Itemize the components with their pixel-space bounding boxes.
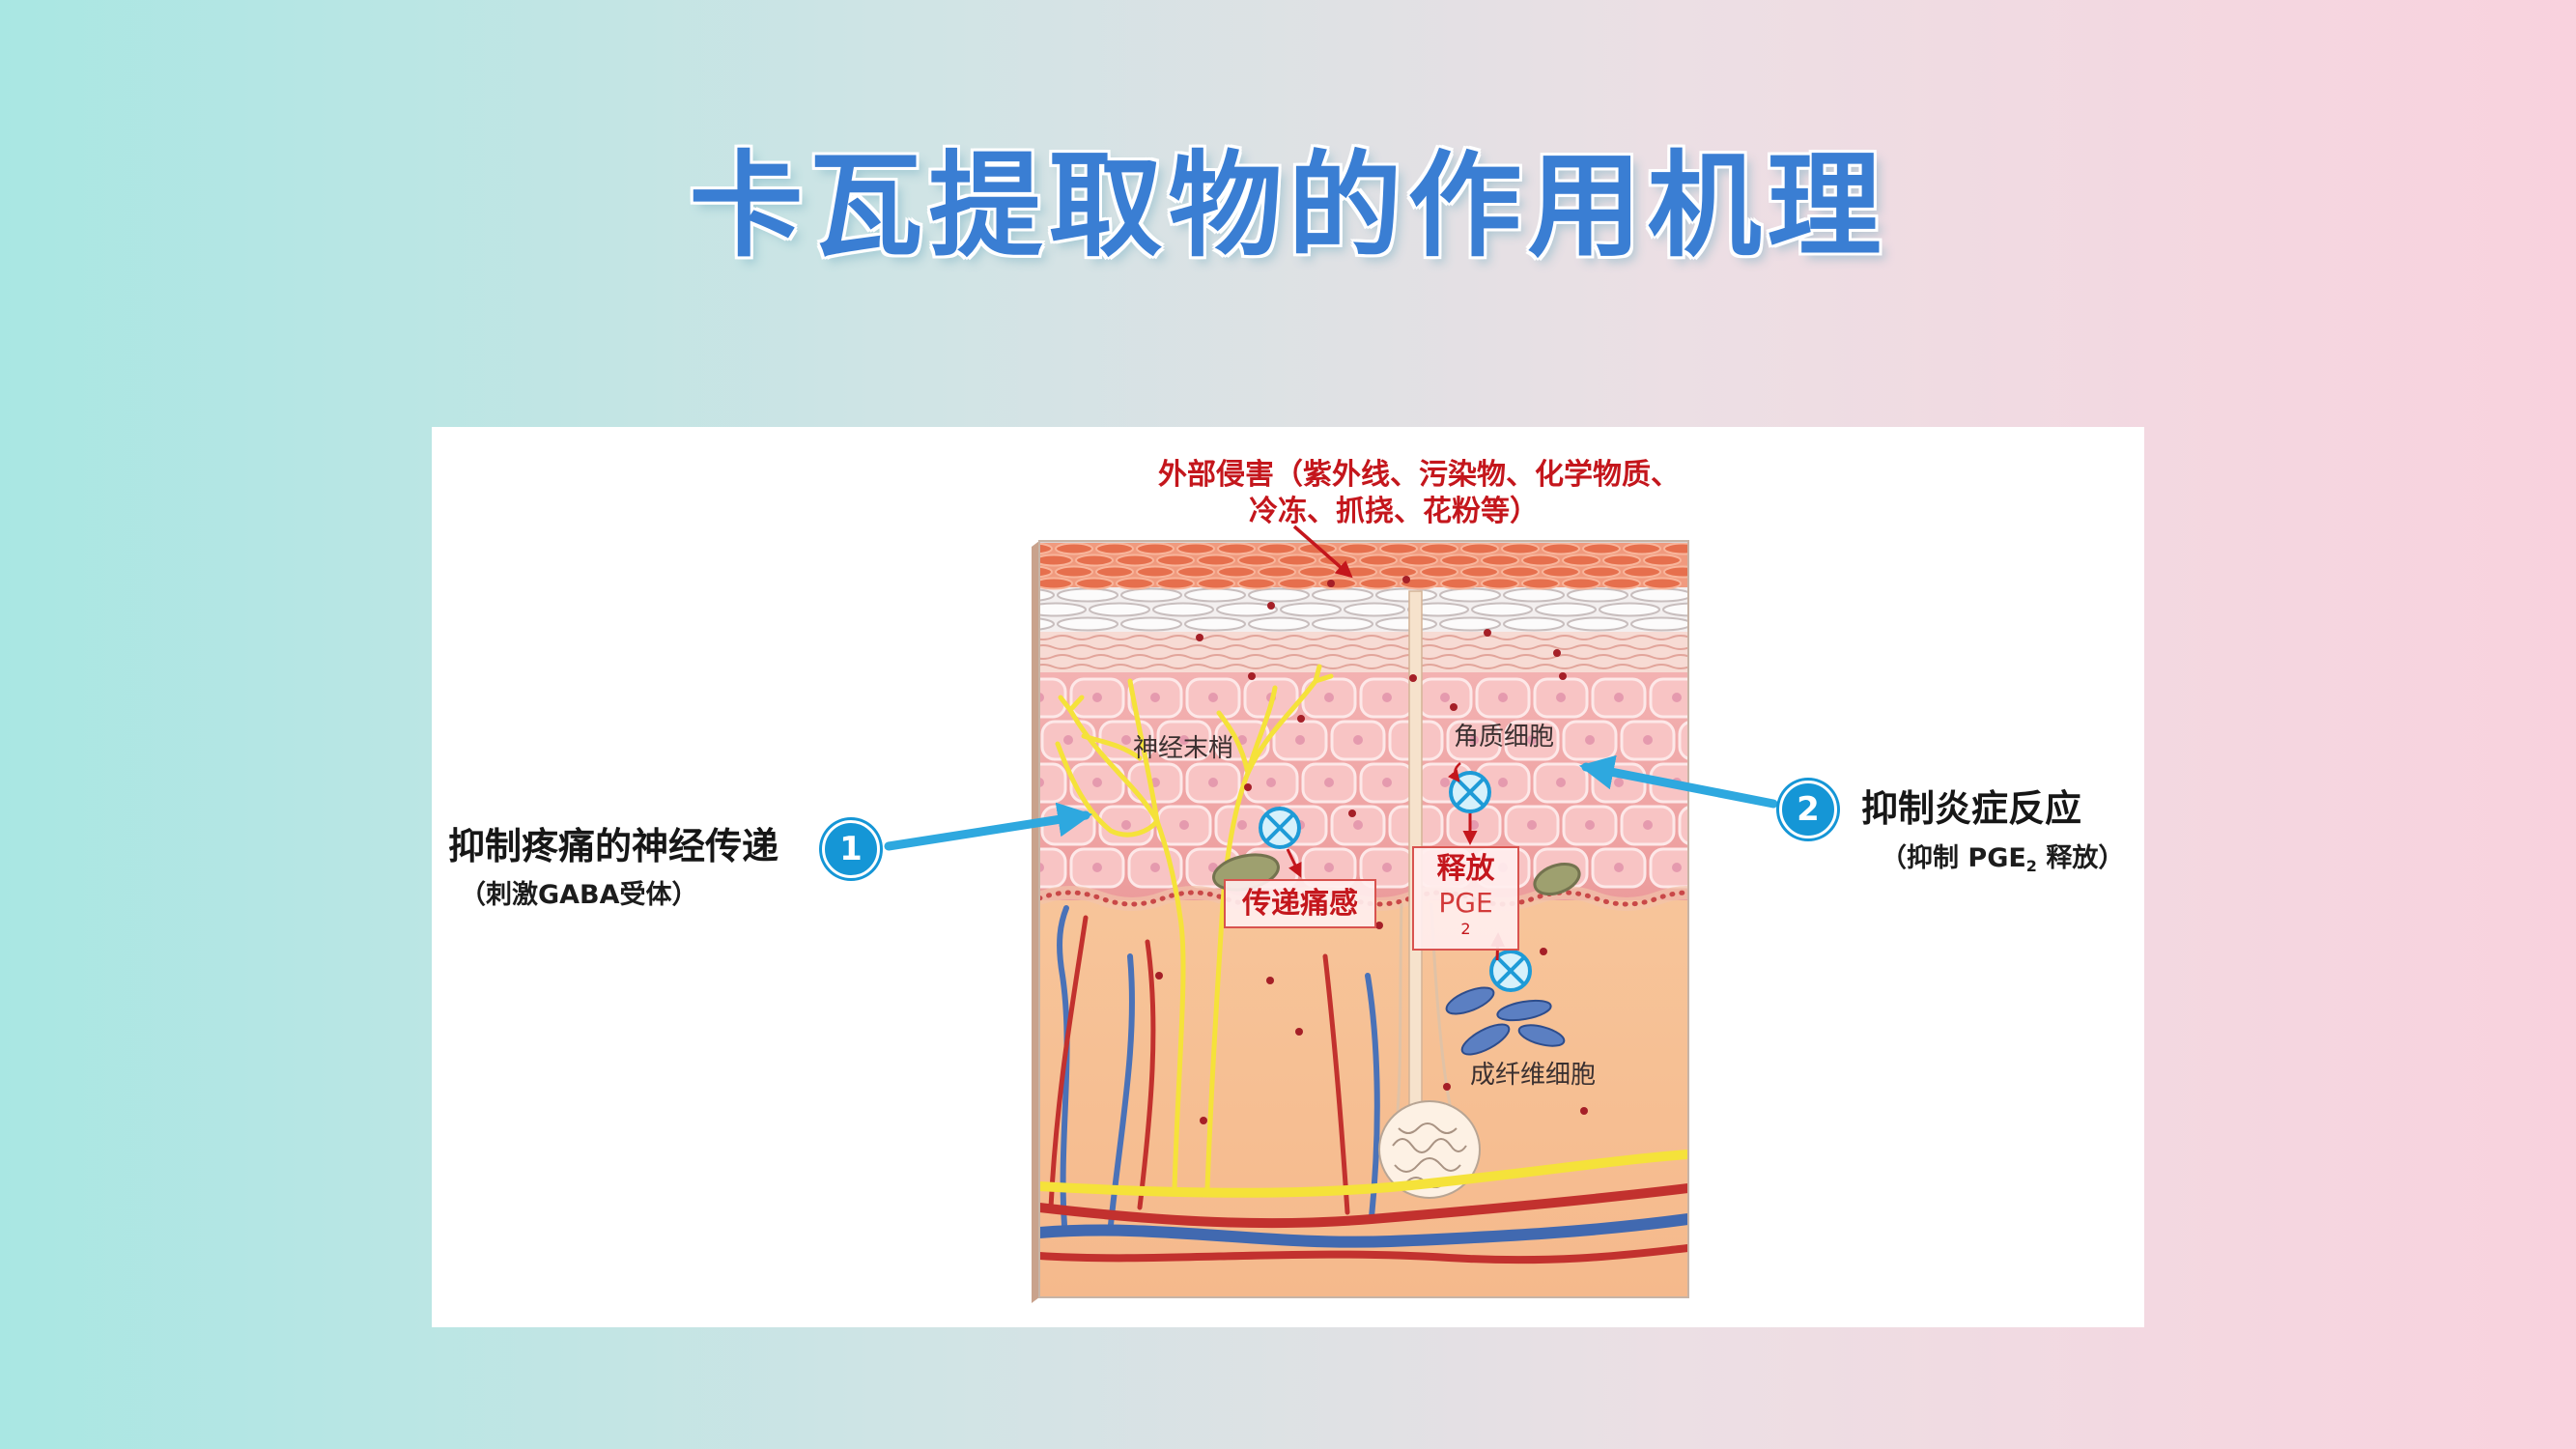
mechanism-2-title: 抑制炎症反应 bbox=[1861, 787, 2082, 830]
mechanism-2-detail-prefix: （抑制 PGE bbox=[1881, 843, 2026, 873]
pge-subscript: 2 bbox=[1460, 920, 1471, 938]
mechanism-badge-2: 2 bbox=[1779, 781, 1837, 838]
mechanism-badge-1: 1 bbox=[822, 820, 880, 878]
label-nerve-endings: 神经末梢 bbox=[1133, 734, 1234, 763]
label-fibroblasts: 成纤维细胞 bbox=[1470, 1061, 1597, 1090]
pain-transmission-label: 传递痛感 bbox=[1242, 887, 1358, 921]
external-harm-line2: 冷冻、抓挠、花粉等） bbox=[1249, 495, 1539, 528]
mechanism-1-title: 抑制疼痛的神经传递 bbox=[448, 825, 779, 867]
pge-label: PGE bbox=[1438, 887, 1493, 919]
external-harm-line1: 外部侵害（紫外线、污染物、化学物质、 bbox=[1158, 458, 1680, 492]
mechanism-2-detail-suffix: 释放） bbox=[2036, 843, 2125, 873]
mechanism-2-detail-subscript: 2 bbox=[2025, 857, 2037, 875]
mechanism-1-detail: （刺激GABA受体） bbox=[460, 880, 698, 910]
label-keratinocytes: 角质细胞 bbox=[1454, 723, 1555, 752]
pain-transmission-box: 传递痛感 bbox=[1224, 879, 1376, 928]
diagram-panel bbox=[432, 427, 2144, 1327]
mechanism-2-detail: （抑制 PGE2 释放） bbox=[1881, 843, 2124, 874]
release-label: 释放 bbox=[1436, 852, 1495, 886]
slide-title: 卡瓦提取物的作用机理 bbox=[689, 139, 1887, 272]
pge-release-box: 释放 PGE 2 bbox=[1412, 846, 1519, 951]
